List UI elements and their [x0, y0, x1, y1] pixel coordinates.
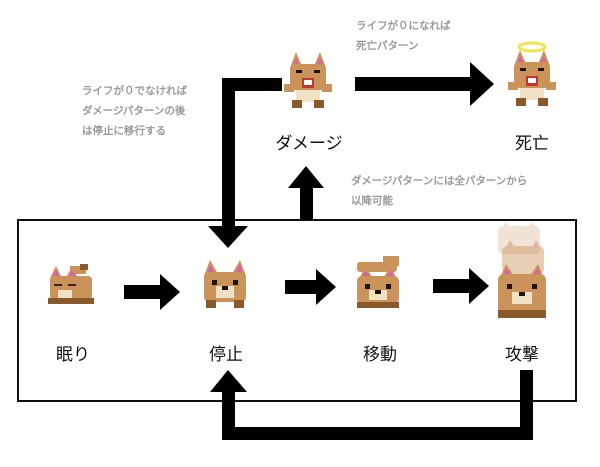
dog-moving-sprite: [357, 256, 399, 308]
state-label-attack: 攻撃: [505, 345, 539, 365]
note-to-death: ライフが０になれば 死亡パターン: [356, 16, 451, 56]
state-label-damage: ダメージ: [275, 134, 343, 154]
arrow-damage-to-death: [355, 62, 494, 106]
dog-attacking-sprite: [498, 222, 546, 318]
arrow-attack-to-idle: [210, 370, 533, 440]
note-damage-from-any: ダメージパターンには全パターンから 以降可能: [351, 171, 527, 211]
note-damage-from-any-line-1: ダメージパターンには全パターンから: [351, 175, 528, 187]
note-to-death-line-2: 死亡パターン: [356, 40, 419, 52]
state-label-death: 死亡: [515, 134, 549, 154]
state-label-move: 移動: [363, 345, 397, 365]
dog-idle-sprite: [204, 260, 246, 308]
state-label-idle: 停止: [209, 345, 243, 365]
dog-death-sprite: [508, 41, 556, 106]
dog-sleeping-sprite: [48, 264, 94, 304]
note-back-to-idle: ライフが０でなければ ダメージパターンの後 は停止に移行する: [82, 81, 187, 141]
note-back-to-idle-line-1: ライフが０でなければ: [82, 85, 187, 97]
arrow-move-to-attack: [433, 268, 489, 304]
arrow-any-to-damage: [288, 166, 324, 220]
arrow-damage-to-idle: [208, 78, 282, 248]
arrow-idle-to-move: [285, 269, 336, 305]
note-to-death-line-1: ライフが０になれば: [356, 20, 451, 32]
state-group-frame: [17, 219, 577, 402]
note-damage-from-any-line-2: 以降可能: [351, 195, 393, 207]
dog-damage-sprite: [284, 52, 332, 108]
arrow-sleep-to-idle: [124, 274, 180, 310]
note-back-to-idle-line-3: は停止に移行する: [82, 125, 166, 137]
state-label-sleep: 眠り: [56, 345, 90, 365]
note-back-to-idle-line-2: ダメージパターンの後: [82, 105, 186, 117]
